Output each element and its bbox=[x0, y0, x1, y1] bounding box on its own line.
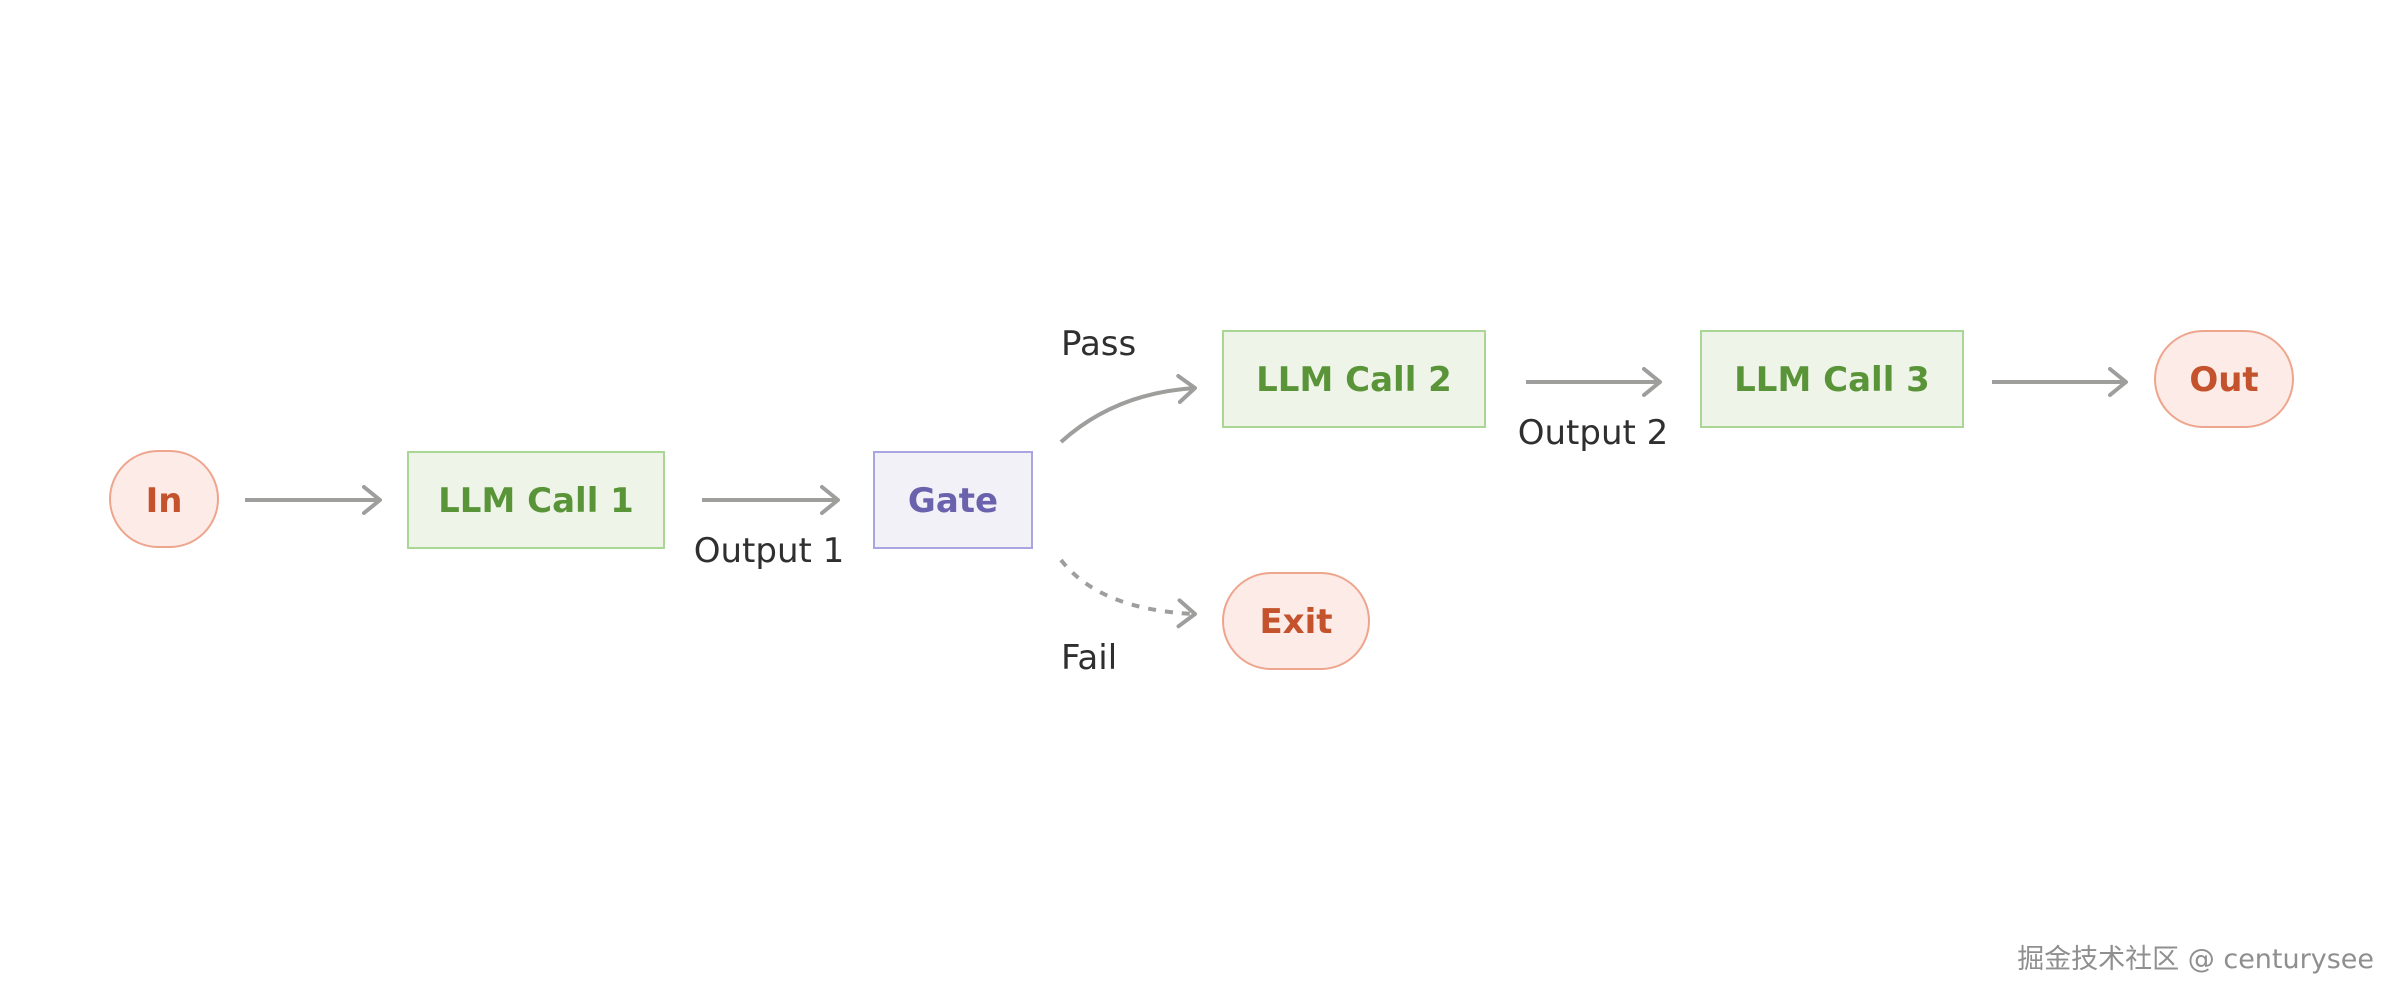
node-out-label: Out bbox=[2189, 360, 2258, 400]
node-llm-call-2-label: LLM Call 2 bbox=[1256, 360, 1452, 400]
node-llm-call-1-label: LLM Call 1 bbox=[438, 481, 634, 521]
node-llm-call-3: LLM Call 3 bbox=[1700, 330, 1964, 428]
node-in-label: In bbox=[146, 481, 183, 521]
node-gate-label: Gate bbox=[908, 481, 998, 521]
node-out: Out bbox=[2154, 330, 2294, 428]
watermark: 掘金技术社区 @ centurysee bbox=[2017, 944, 2374, 975]
node-gate-shape bbox=[873, 451, 1033, 549]
node-exit-label: Exit bbox=[1259, 602, 1332, 642]
edge-label-pass: Pass bbox=[1061, 324, 1136, 364]
node-gate: Gate bbox=[873, 451, 1033, 549]
node-llm-call-1: LLM Call 1 bbox=[407, 451, 665, 549]
node-exit-shape bbox=[1222, 572, 1370, 670]
node-llm-call-3-label: LLM Call 3 bbox=[1734, 360, 1930, 400]
node-llm-call-3-shape bbox=[1700, 330, 1964, 428]
arrow-gate-pass bbox=[1059, 374, 1197, 444]
node-llm-call-2-shape bbox=[1222, 330, 1486, 428]
node-exit: Exit bbox=[1222, 572, 1370, 670]
node-in-shape bbox=[109, 450, 219, 548]
arrow-gate-fail bbox=[1059, 558, 1197, 629]
node-llm-call-1-shape bbox=[407, 451, 665, 549]
edge-label-fail: Fail bbox=[1061, 638, 1117, 678]
edge-label-output-2: Output 2 bbox=[1518, 413, 1669, 453]
node-out-shape bbox=[2154, 330, 2294, 428]
node-in: In bbox=[109, 450, 219, 548]
node-llm-call-2: LLM Call 2 bbox=[1222, 330, 1486, 428]
edge-label-output-1: Output 1 bbox=[694, 531, 845, 571]
